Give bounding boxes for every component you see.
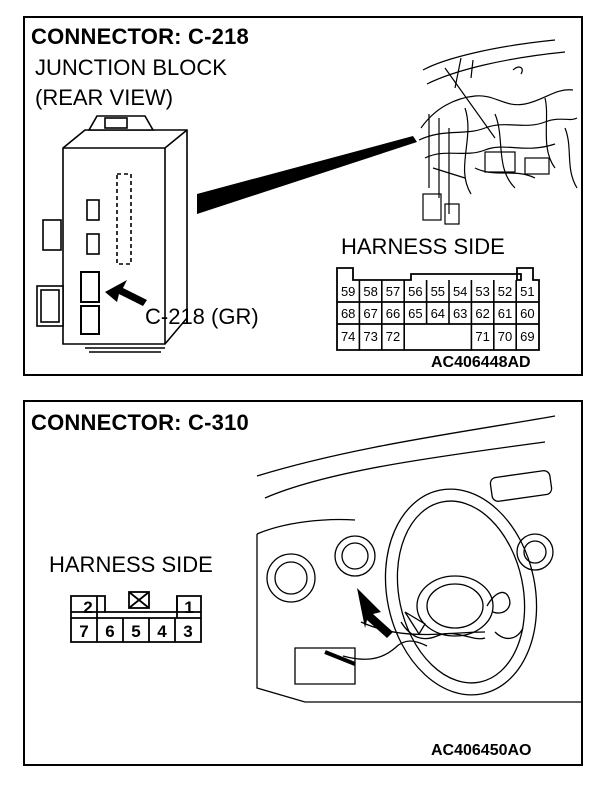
pin-number: 2 (83, 598, 92, 617)
pin-number: 56 (408, 284, 422, 299)
harness-side-label: HARNESS SIDE (49, 552, 213, 577)
pin-number: 61 (498, 306, 512, 321)
pin-number: 1 (184, 598, 193, 617)
pin-number: 65 (408, 306, 422, 321)
connector-c218-panel: CONNECTOR: C-218 JUNCTION BLOCK (REAR VI… (23, 16, 583, 376)
c218-illustration (36, 39, 578, 353)
callout-wedge (197, 136, 417, 214)
view-label: (REAR VIEW) (35, 85, 174, 110)
figure-code: AC406450AO (431, 742, 532, 759)
pin-number: 57 (386, 284, 400, 299)
pin-number: 5 (131, 622, 140, 641)
pin-number: 7 (79, 622, 88, 641)
pin-number: 55 (431, 284, 445, 299)
c218-connector-face (336, 267, 540, 351)
pin-number: 74 (341, 329, 355, 344)
pointer-arrow (105, 280, 147, 306)
junction-block-drawing (36, 115, 188, 353)
connector-label: C-218 (GR) (145, 304, 259, 329)
pin-number: 70 (498, 329, 512, 344)
panel-title: CONNECTOR: C-218 (31, 24, 249, 49)
pin-number: 73 (363, 329, 377, 344)
pin-number: 67 (363, 306, 377, 321)
pin-number: 6 (105, 622, 114, 641)
pin-number: 64 (431, 306, 445, 321)
steering-wheel-sketch (256, 415, 581, 703)
harness-side-label: HARNESS SIDE (341, 234, 505, 259)
pointer-arrow (357, 588, 393, 638)
c310-illustration (70, 415, 581, 703)
pin-number: 72 (386, 329, 400, 344)
pin-number: 60 (520, 306, 534, 321)
pin-number: 59 (341, 284, 355, 299)
pin-number: 54 (453, 284, 467, 299)
pin-number: 62 (475, 306, 489, 321)
pin-number: 63 (453, 306, 467, 321)
pin-number: 3 (183, 622, 192, 641)
figure-code: AC406448AD (431, 354, 531, 371)
pin-number: 71 (475, 329, 489, 344)
pin-number: 51 (520, 284, 534, 299)
dashboard-wiring-sketch (418, 39, 578, 225)
component-name: JUNCTION BLOCK (35, 55, 227, 80)
panel-title: CONNECTOR: C-310 (31, 410, 249, 435)
connector-c310-panel: CONNECTOR: C-310 HARNESS SIDE AC406450AO (23, 400, 583, 766)
pin-number: 69 (520, 329, 534, 344)
pin-number: 52 (498, 284, 512, 299)
c218-pin-grid: 59 58 57 56 55 54 53 52 51 68 67 66 65 64 63 62 61 60 74 73… (341, 280, 535, 350)
pin-number: 53 (475, 284, 489, 299)
c310-connector-face (70, 591, 202, 643)
pin-number: 4 (157, 622, 167, 641)
pin-number: 58 (363, 284, 377, 299)
pin-number: 66 (386, 306, 400, 321)
pin-number: 68 (341, 306, 355, 321)
